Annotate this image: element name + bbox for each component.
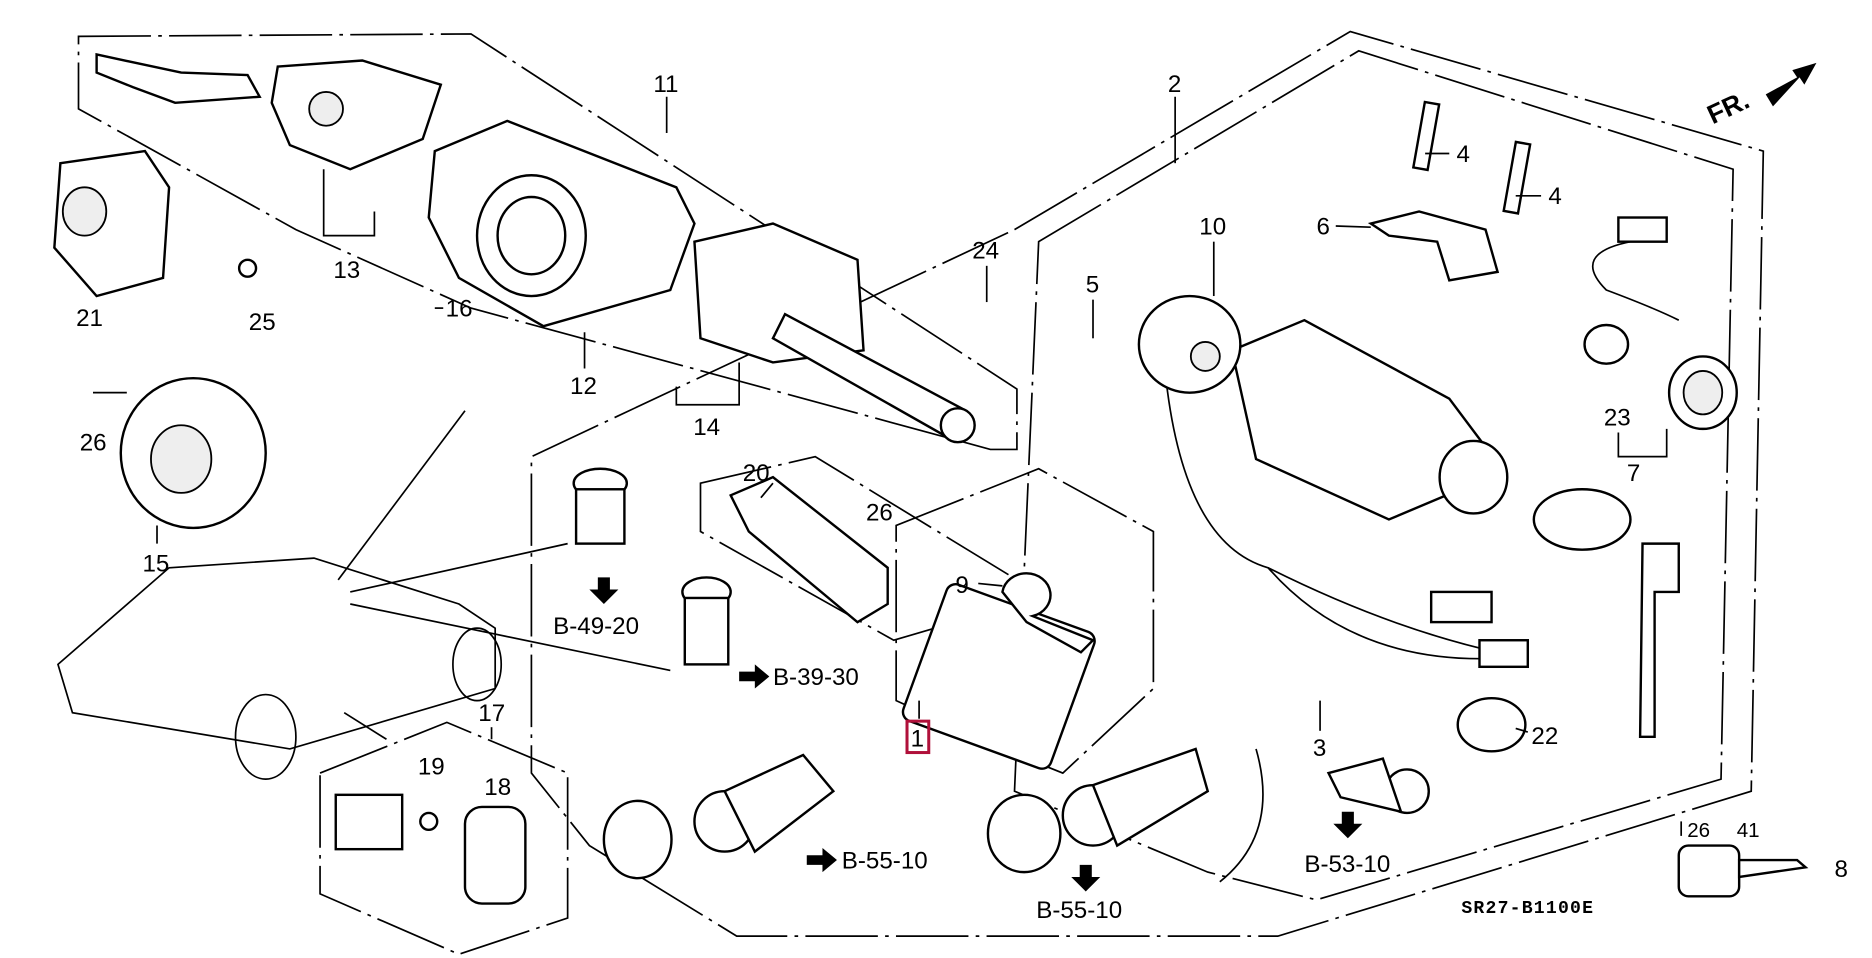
callout-4[interactable]: 4 — [1548, 183, 1561, 210]
callout-5[interactable]: 5 — [1086, 271, 1099, 298]
diagram-code: SR27-B1100E — [1461, 899, 1594, 919]
callout-9[interactable]: 9 — [955, 572, 968, 599]
highlight-box — [905, 719, 931, 755]
part-15-cable-reel[interactable] — [119, 376, 267, 530]
arrow-right-icon — [806, 847, 837, 873]
callout-25[interactable]: 25 — [249, 309, 276, 336]
arrow-down-icon — [1333, 811, 1363, 839]
part-21-cancel-sleeve[interactable] — [53, 149, 171, 298]
callout-11[interactable]: 11 — [653, 71, 678, 98]
part-trunk-switch-keys[interactable] — [1532, 488, 1680, 739]
group-2-outer-outline — [530, 30, 1765, 937]
reference-labels: B-49-20 B-39-30 B-55-10 B-55-10 B-53-10 … — [553, 613, 1594, 924]
callout-15[interactable]: 15 — [143, 550, 170, 577]
callout-22[interactable]: 22 — [1531, 723, 1558, 750]
callout-17[interactable]: 17 — [478, 700, 505, 727]
part-11-combination-switch[interactable] — [95, 52, 976, 444]
vehicle-outline — [57, 410, 671, 780]
callout-21[interactable]: 21 — [76, 305, 103, 332]
ref-b-39-30[interactable]: B-39-30 — [773, 664, 859, 691]
callout-2[interactable]: 2 — [1168, 71, 1181, 98]
part-17-switch[interactable] — [334, 793, 527, 905]
part-20-plate[interactable] — [729, 475, 889, 624]
callout-26[interactable]: 26 — [80, 430, 107, 457]
group-11-outline — [77, 33, 1018, 451]
callout-8[interactable]: 8 — [1835, 856, 1848, 883]
callout-12[interactable]: 12 — [570, 373, 597, 400]
arrow-down-icon — [1071, 864, 1101, 892]
part-3-ignition-switch[interactable] — [1164, 318, 1530, 669]
part-door-cylinders[interactable] — [602, 747, 1430, 883]
ref-b-53-10[interactable]: B-53-10 — [1304, 851, 1390, 878]
callout-6[interactable]: 6 — [1316, 213, 1329, 240]
part-4-bolts[interactable] — [1411, 100, 1532, 215]
callout-20[interactable]: 20 — [743, 460, 770, 487]
ref-b-49-20[interactable]: B-49-20 — [553, 613, 639, 640]
dimension-26: 26 — [1687, 819, 1710, 842]
callout-24[interactable]: 24 — [972, 238, 999, 265]
callout-18[interactable]: 18 — [484, 774, 511, 801]
arrow-down-icon — [589, 577, 619, 605]
part-25-bolt[interactable] — [237, 258, 258, 278]
dimension-41: 41 — [1737, 819, 1760, 842]
part-22-clamp[interactable] — [1456, 696, 1527, 753]
part-7-immobilizer[interactable] — [1583, 216, 1738, 431]
arrow-right-icon — [1765, 62, 1817, 107]
ref-b-55-10[interactable]: B-55-10 — [842, 847, 928, 874]
part-1-key-set[interactable] — [900, 572, 1097, 771]
callout-23[interactable]: 23 — [1604, 404, 1631, 431]
part-10-key-cylinder[interactable] — [1137, 294, 1242, 394]
reference-arrows — [589, 577, 1363, 892]
leader-lines — [156, 96, 1683, 836]
part-trunk-cylinder[interactable] — [572, 467, 629, 545]
callout-16[interactable]: 16 — [446, 296, 473, 323]
callout-13[interactable]: 13 — [333, 257, 360, 284]
callout-19[interactable]: 19 — [418, 753, 445, 780]
group-17-outline — [319, 721, 569, 956]
callout-26[interactable]: 26 — [866, 500, 893, 527]
ref-b-55-10[interactable]: B-55-10 — [1036, 897, 1122, 924]
callout-14[interactable]: 14 — [693, 414, 720, 441]
part-8-key-blank[interactable] — [1677, 844, 1809, 898]
svg-text:FR.: FR. — [1702, 85, 1753, 130]
callout-7[interactable]: 7 — [1627, 460, 1640, 487]
callout-3[interactable]: 3 — [1313, 735, 1326, 762]
arrow-right-icon — [739, 664, 770, 689]
part-6-clamp[interactable] — [1367, 210, 1500, 282]
callout-labels: 11 2 4 4 6 10 24 5 13 21 25 16 12 14 26 … — [76, 71, 1848, 883]
part-fuel-cylinder[interactable] — [681, 576, 732, 666]
callout-10[interactable]: 10 — [1199, 213, 1226, 240]
callout-4[interactable]: 4 — [1457, 141, 1470, 168]
callout-1[interactable]: 1 — [911, 726, 924, 753]
front-direction-indicator: FR. — [1702, 62, 1817, 130]
